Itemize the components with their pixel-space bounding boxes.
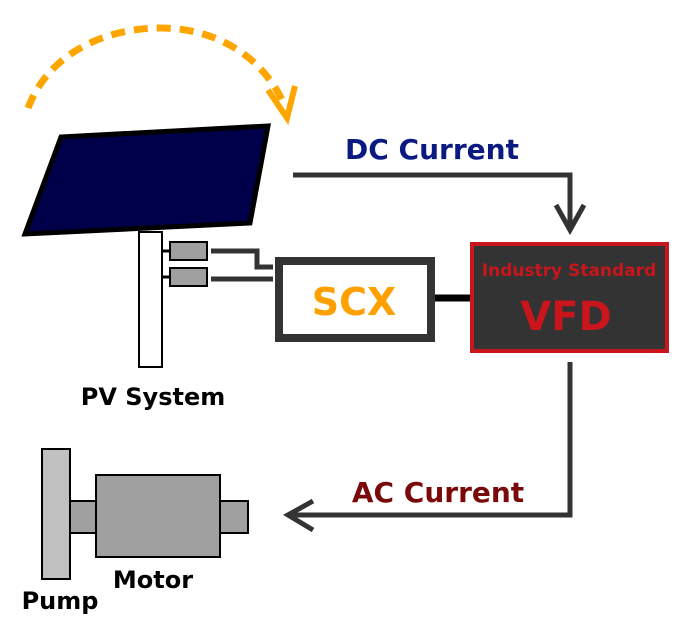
ac-current-label: AC Current	[352, 476, 524, 509]
motor-shaft-left	[69, 500, 97, 534]
motor-shaft-right	[219, 500, 249, 534]
pump-label: Pump	[22, 587, 99, 615]
pv-pole	[138, 231, 163, 368]
dc-current-label: DC Current	[345, 133, 519, 166]
pv-system-label: PV System	[81, 383, 226, 411]
junction-box-upper	[169, 241, 208, 261]
ac-current-line	[288, 362, 573, 518]
motor-body	[95, 474, 221, 558]
junction-box-lower	[169, 267, 208, 287]
tracking-arc-arrowhead	[265, 85, 298, 126]
pump-body	[41, 448, 71, 580]
scx-label: SCX	[312, 280, 397, 324]
wire-upper	[211, 248, 273, 270]
vfd-subtitle: Industry Standard	[482, 261, 656, 281]
vfd-label: VFD	[520, 294, 611, 340]
dc-arrowhead	[553, 203, 587, 236]
tracking-arc	[24, 24, 286, 110]
vfd-box	[470, 242, 669, 353]
solar-panel-surface	[21, 123, 272, 237]
ac-arrowhead	[283, 498, 315, 533]
dc-current-line	[293, 172, 573, 226]
scx-box	[275, 257, 435, 342]
motor-label: Motor	[113, 566, 193, 594]
